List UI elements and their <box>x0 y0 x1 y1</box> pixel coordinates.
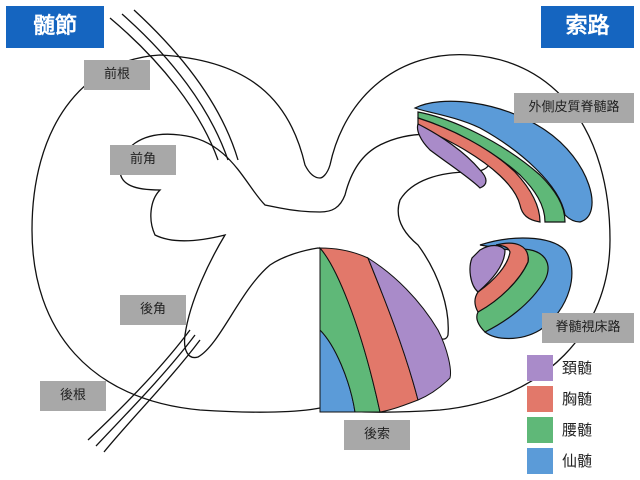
spinal-cord-outline <box>31 54 611 413</box>
label-anterior-root: 前根 <box>84 60 150 90</box>
lcst-thoracic <box>417 117 541 223</box>
anterior-root-fibers <box>109 9 239 161</box>
label-posterior-funiculus: 後索 <box>344 420 410 450</box>
legend-label: 腰髄 <box>562 421 593 439</box>
legend-swatch <box>527 417 553 443</box>
segment-title: 髄節 <box>6 6 104 48</box>
legend-label: 胸髄 <box>562 390 593 408</box>
lateral-corticospinal-tract <box>413 100 593 223</box>
legend-label: 仙髄 <box>562 452 593 470</box>
label-anterior-horn: 前角 <box>110 145 176 175</box>
posterior-root-fibers <box>87 329 201 453</box>
label-spinothalamic-tract: 脊髄視床路 <box>542 313 634 343</box>
tract-title: 索路 <box>541 6 634 48</box>
lcst-cervical <box>416 123 487 189</box>
posterior-funiculus-tract <box>318 246 451 413</box>
stt-cervical <box>469 244 506 293</box>
legend-swatch <box>527 448 553 474</box>
label-lateral-corticospinal-tract: 外側皮質脊髄路 <box>514 93 634 123</box>
legend-label: 頚髄 <box>562 359 593 377</box>
dorsal-column-cervical <box>366 256 451 401</box>
legend-swatch <box>527 386 553 412</box>
label-posterior-root: 後根 <box>40 381 106 411</box>
label-posterior-horn: 後角 <box>120 295 186 325</box>
stt-thoracic <box>474 242 529 313</box>
legend-swatch <box>527 355 553 381</box>
